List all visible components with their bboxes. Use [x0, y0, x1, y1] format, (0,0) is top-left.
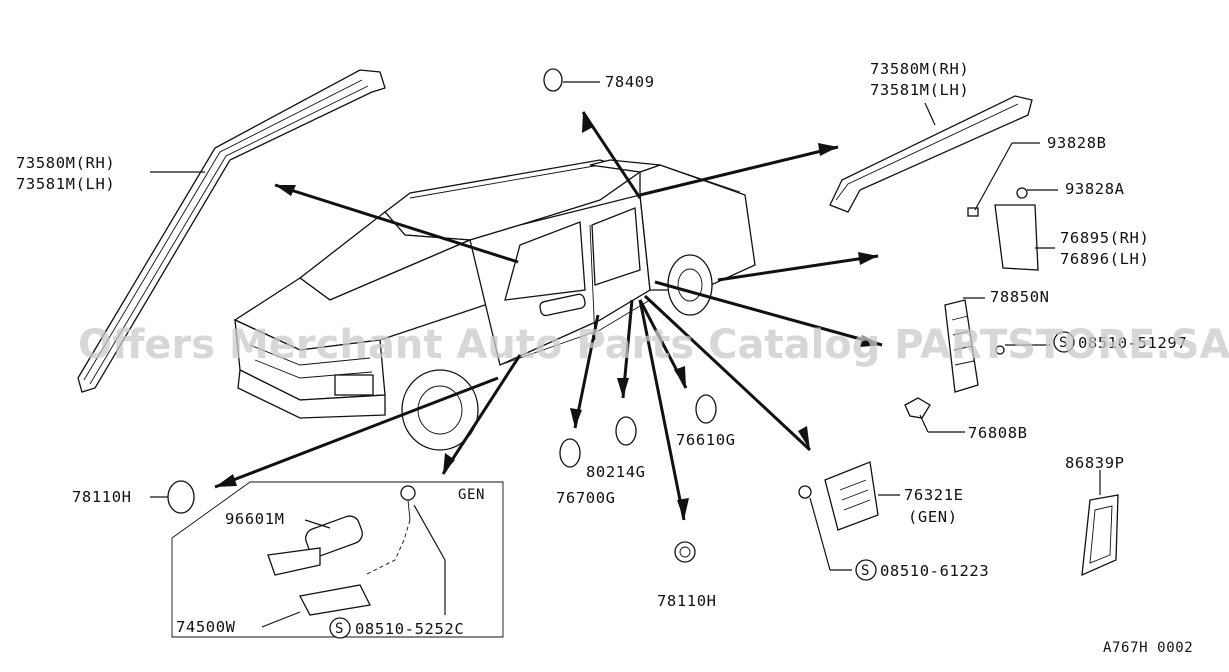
s-mark-1: S [1059, 335, 1068, 351]
label-roof-rail-left-rh: 73580M(RH) [16, 154, 115, 172]
label-grille: 78850N [990, 288, 1050, 306]
gen-inset [171, 481, 504, 638]
label-roof-rail-left-lh: 73581M(LH) [16, 175, 115, 193]
s-mark-3: S [861, 563, 870, 579]
part-labels: 73580M(RH) 73581M(LH) 73580M(RH) 73581M(… [16, 60, 1193, 656]
label-roof-rail-right-lh: 73581M(LH) [870, 81, 969, 99]
label-screw-top: 08510-51297 [1078, 334, 1187, 352]
label-fastener: 76808B [968, 424, 1028, 442]
label-grommet-c: 76610G [676, 431, 736, 449]
label-roof-rail-right-rh: 73580M(RH) [870, 60, 969, 78]
label-plate: 86839P [1065, 454, 1125, 472]
door-damper-small [539, 293, 586, 317]
label-inset-title: GEN [458, 487, 485, 503]
label-grommet-a: 76700G [556, 489, 616, 507]
truck-illustration [233, 159, 756, 451]
small-parts [167, 68, 879, 563]
leader-arrows [214, 111, 883, 521]
label-clip-b: 93828B [1047, 134, 1107, 152]
label-mudguard-lh: 76896(LH) [1060, 250, 1149, 268]
label-cover-gen: (GEN) [908, 508, 958, 526]
label-plug-top: 78409 [605, 73, 655, 91]
label-plug-left: 78110H [72, 488, 132, 506]
label-screw-inset: 08510-5252C [355, 620, 464, 638]
label-cover-num: 76321E [904, 486, 964, 504]
label-plug-bottom: 78110H [657, 592, 717, 610]
roof-rail-right [829, 95, 1033, 213]
vent-grille [904, 299, 1005, 419]
watermark-text: Offers Merchant Auto Parts Catalog PARTS… [78, 322, 1229, 368]
label-grommet-b: 80214G [586, 463, 646, 481]
label-screw-bottom: 08510-61223 [880, 562, 989, 580]
label-bracket: 74500W [176, 618, 236, 636]
label-clip-a: 93828A [1065, 180, 1125, 198]
leader-lines [150, 81, 1101, 571]
plate-part [1081, 494, 1119, 577]
diagram-code: A767H 0002 [1103, 640, 1193, 656]
label-mudguard-rh: 76895(RH) [1060, 229, 1149, 247]
label-damper: 96601M [225, 510, 285, 528]
mudguard [967, 187, 1039, 271]
s-mark-2: S [335, 621, 344, 637]
roof-rail-left [77, 69, 386, 393]
